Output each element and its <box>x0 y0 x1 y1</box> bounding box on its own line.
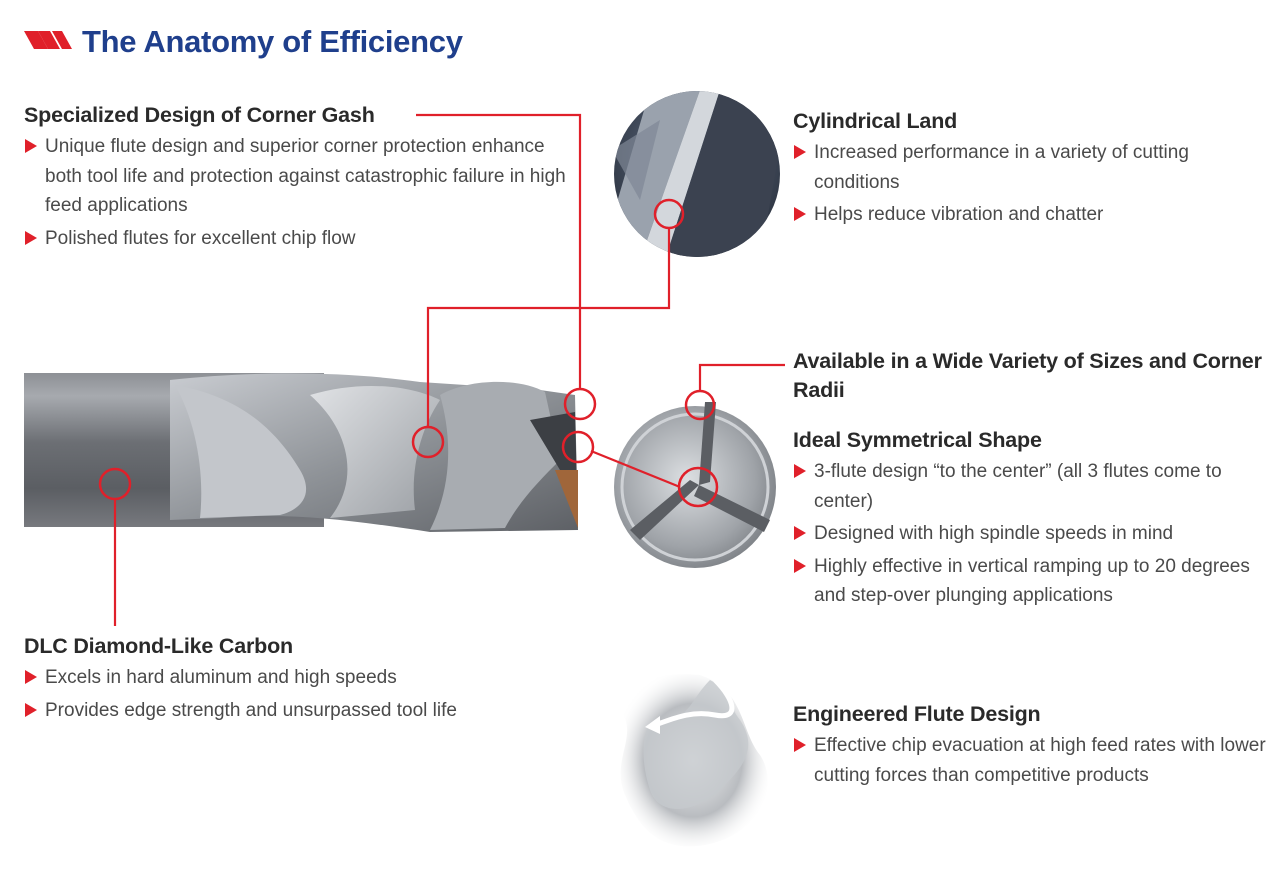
section-heading: Available in a Wide Variety of Sizes and… <box>793 349 1262 402</box>
section-dlc: DLC Diamond-Like Carbon Excels in hard a… <box>24 632 584 728</box>
list-item: Unique flute design and superior corner … <box>24 132 584 221</box>
bullet-list: Excels in hard aluminum and high speeds … <box>24 663 584 725</box>
end-view <box>614 389 776 568</box>
list-item: Excels in hard aluminum and high speeds <box>24 663 584 693</box>
list-item: Helps reduce vibration and chatter <box>793 200 1263 230</box>
end-mill-side-view <box>24 373 597 532</box>
bullet-list: 3-flute design “to the center” (all 3 fl… <box>793 457 1273 611</box>
title-row: The Anatomy of Efficiency <box>24 20 463 64</box>
bullet-list: Unique flute design and superior corner … <box>24 132 584 253</box>
section-corner-gash: Specialized Design of Corner Gash Unique… <box>24 101 584 256</box>
section-flute-design: Engineered Flute Design Effective chip e… <box>793 700 1273 793</box>
section-sizes: Available in a Wide Variety of Sizes and… <box>793 347 1263 405</box>
list-item: 3-flute design “to the center” (all 3 fl… <box>793 457 1273 516</box>
section-heading: Engineered Flute Design <box>793 702 1041 726</box>
flute-cross-section <box>618 674 768 847</box>
list-item: Provides edge strength and unsurpassed t… <box>24 696 584 726</box>
leader-lines <box>113 113 785 626</box>
list-item: Highly effective in vertical ramping up … <box>793 552 1273 611</box>
section-heading: Specialized Design of Corner Gash <box>24 103 375 127</box>
section-heading: Cylindrical Land <box>793 109 958 133</box>
bullet-list: Effective chip evacuation at high feed r… <box>793 731 1273 790</box>
cylindrical-land-closeup <box>614 91 780 257</box>
section-symmetrical-shape: Ideal Symmetrical Shape 3-flute design “… <box>793 426 1273 614</box>
list-item: Designed with high spindle speeds in min… <box>793 519 1273 549</box>
bullet-list: Increased performance in a variety of cu… <box>793 138 1263 230</box>
brand-logo-space <box>24 32 76 52</box>
page-title: The Anatomy of Efficiency <box>82 24 463 59</box>
section-cylindrical-land: Cylindrical Land Increased performance i… <box>793 107 1263 233</box>
section-heading: Ideal Symmetrical Shape <box>793 428 1042 452</box>
list-item: Effective chip evacuation at high feed r… <box>793 731 1273 790</box>
list-item: Increased performance in a variety of cu… <box>793 138 1263 197</box>
section-heading: DLC Diamond-Like Carbon <box>24 634 293 658</box>
list-item: Polished flutes for excellent chip flow <box>24 224 584 254</box>
brand-logo <box>24 31 72 49</box>
